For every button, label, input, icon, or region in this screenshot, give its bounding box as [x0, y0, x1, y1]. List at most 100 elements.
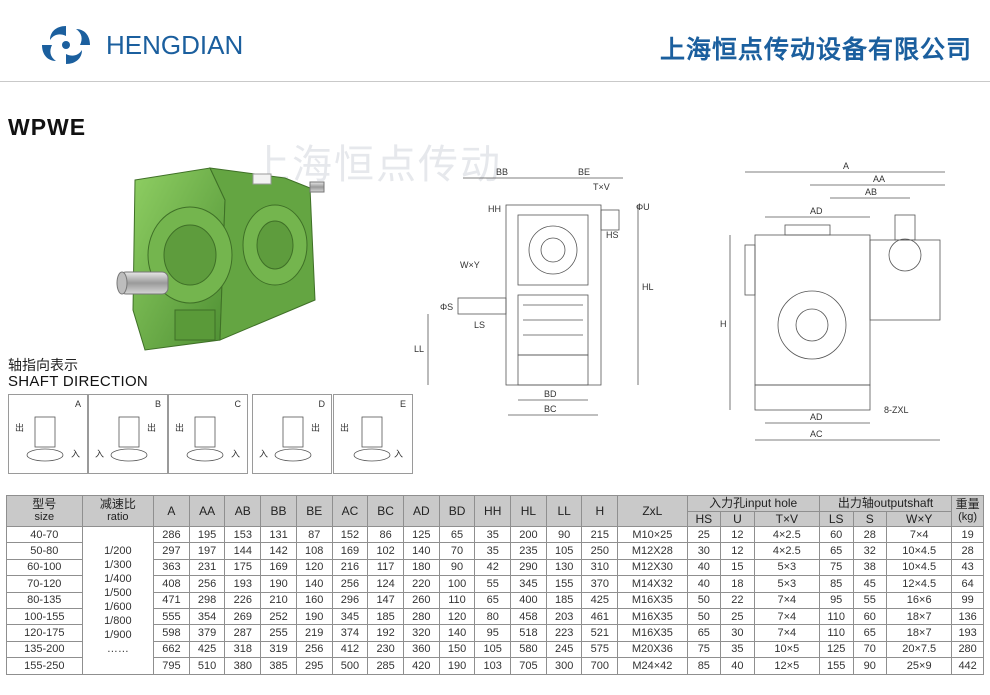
company-name: 上海恒点传动设备有限公司 — [659, 35, 972, 64]
size-cell: 155-250 — [6, 657, 83, 675]
table-cell: 90 — [852, 657, 888, 675]
table-cell: 18×7 — [886, 624, 953, 642]
dim-bb: BB — [496, 167, 508, 177]
table-cell: 130 — [545, 558, 583, 577]
table-cell: M10×25 — [617, 525, 688, 544]
table-cell: 400 — [510, 591, 547, 609]
col-wxy: W×Y — [886, 511, 953, 527]
table-cell: 250 — [581, 542, 619, 560]
table-cell: 280 — [402, 607, 440, 626]
shaft-direction-title-cn: 轴指向表示 — [8, 358, 78, 374]
table-cell: 70 — [852, 640, 888, 659]
dim-bc: BC — [544, 404, 557, 414]
table-cell: 300 — [545, 657, 583, 675]
table-cell: 200 — [510, 525, 547, 544]
table-cell: 87 — [295, 525, 333, 544]
dim-be: BE — [578, 167, 590, 177]
table-cell: M24×42 — [617, 657, 688, 675]
table-cell: 190 — [260, 575, 297, 593]
table-cell: 153 — [224, 525, 262, 544]
table-cell: 210 — [260, 591, 297, 609]
table-cell: 18×7 — [886, 607, 953, 626]
table-cell: 65 — [818, 542, 854, 560]
table-cell: 471 — [153, 591, 190, 609]
table-cell: 64 — [951, 575, 984, 593]
table-cell: 461 — [581, 607, 619, 626]
table-cell: 287 — [224, 624, 262, 642]
svg-text:入: 入 — [394, 449, 403, 459]
table-cell: 75 — [818, 558, 854, 577]
table-cell: 105 — [474, 640, 512, 659]
col-a: A — [153, 495, 190, 527]
table-cell: 256 — [295, 640, 333, 659]
table-cell: 363 — [153, 558, 190, 577]
svg-text:入: 入 — [95, 449, 104, 459]
table-cell: 219 — [295, 624, 333, 642]
table-cell: 385 — [260, 657, 297, 675]
shaft-direction-panel-b: B 出 入 — [88, 394, 168, 474]
table-cell: 10×4.5 — [886, 542, 953, 560]
table-cell: 223 — [545, 624, 583, 642]
table-cell: 42 — [474, 558, 512, 577]
table-cell: 235 — [510, 542, 547, 560]
dim-ll: LL — [414, 344, 424, 354]
table-cell: 38 — [852, 558, 888, 577]
table-cell: 580 — [510, 640, 547, 659]
table-cell: 120 — [438, 607, 476, 626]
size-cell: 80-135 — [6, 591, 83, 609]
table-cell: 131 — [260, 525, 297, 544]
table-cell: 310 — [581, 558, 619, 577]
ratio-value: 1/500 — [104, 587, 132, 600]
col-bd: BD — [438, 495, 476, 527]
table-cell: 140 — [402, 542, 440, 560]
dim-txv: T×V — [593, 182, 610, 192]
table-cell: 190 — [295, 607, 333, 626]
size-cell: 120-175 — [6, 624, 83, 642]
table-cell: 458 — [510, 607, 547, 626]
table-cell: 20×7.5 — [886, 640, 953, 659]
table-cell: 65 — [852, 624, 888, 642]
dim-hs: HS — [606, 230, 619, 240]
table-cell: 25 — [720, 607, 755, 626]
table-cell: 110 — [438, 591, 476, 609]
table-cell: 252 — [260, 607, 297, 626]
table-cell: 85 — [818, 575, 854, 593]
shaft-direction-panel-e: E 出 入 — [333, 394, 413, 474]
table-cell: 12×5 — [753, 657, 820, 675]
table-cell: 256 — [188, 575, 226, 593]
table-cell: 795 — [153, 657, 190, 675]
table-cell: 175 — [224, 558, 262, 577]
table-cell: 120 — [295, 558, 333, 577]
table-cell: 260 — [402, 591, 440, 609]
table-cell: 521 — [581, 624, 619, 642]
table-cell: 152 — [331, 525, 369, 544]
table-cell: 290 — [510, 558, 547, 577]
table-cell: 140 — [295, 575, 333, 593]
size-cell: 100-155 — [6, 607, 83, 626]
table-cell: 286 — [153, 525, 190, 544]
dim-bd: BD — [544, 389, 557, 399]
table-cell: 65 — [438, 525, 476, 544]
col-txv: T×V — [753, 511, 820, 527]
ratio-value: 1/300 — [104, 559, 132, 572]
col-u: U — [720, 511, 755, 527]
table-cell: 285 — [367, 657, 404, 675]
dim-ad-bottom: AD — [810, 412, 823, 422]
table-cell: 18 — [720, 575, 755, 593]
ratio-value: 1/400 — [104, 573, 132, 586]
table-cell: 124 — [367, 575, 404, 593]
table-cell: 256 — [331, 575, 369, 593]
table-cell: 155 — [545, 575, 583, 593]
col-be: BE — [295, 495, 333, 527]
table-cell: 185 — [367, 607, 404, 626]
table-cell: 185 — [545, 591, 583, 609]
table-cell: 4×2.5 — [753, 525, 820, 544]
shaft-direction-panel-d: D 出 入 — [252, 394, 332, 474]
dim-h: H — [720, 319, 727, 329]
table-cell: 510 — [188, 657, 226, 675]
table-cell: 144 — [224, 542, 262, 560]
